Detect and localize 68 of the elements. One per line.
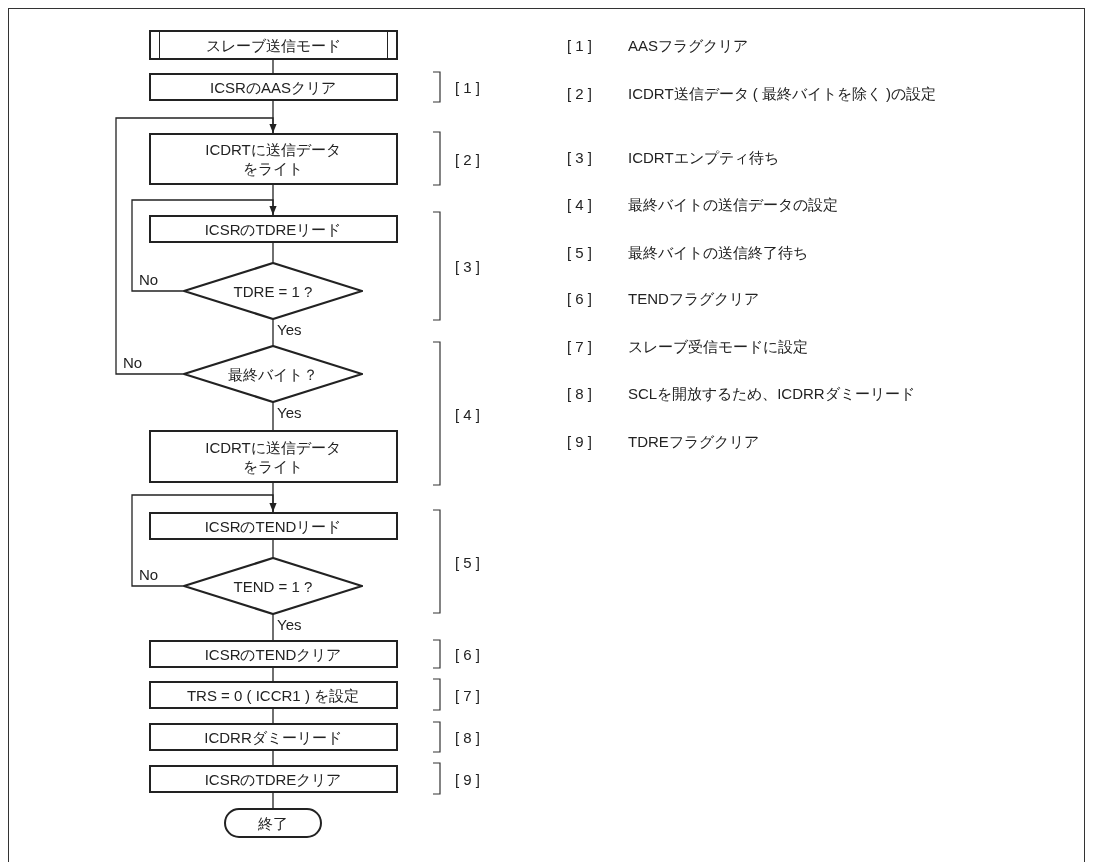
connector-line — [272, 750, 274, 766]
process-box — [148, 765, 398, 793]
node-text: TEND = 1 ? — [233, 576, 313, 596]
step-number: [ 9 ] — [455, 769, 480, 789]
connector-line — [272, 708, 274, 724]
connector-line — [272, 614, 274, 641]
arrow — [131, 494, 277, 587]
node-text: ICSRのTDREリード — [204, 219, 342, 239]
step-number: [ 5 ] — [567, 243, 592, 262]
node-text: ICSRのTENDクリア — [204, 644, 342, 664]
connector-line — [272, 242, 274, 263]
step-description: TENDフラグクリア — [628, 289, 760, 308]
connector-line — [272, 539, 274, 558]
process-box — [148, 73, 398, 101]
step-number: [ 3 ] — [455, 257, 480, 276]
node-text: TRS = 0 ( ICCR1 ) を設定 — [186, 685, 360, 705]
process-box — [148, 723, 398, 751]
node-text: 終了 — [258, 813, 288, 833]
predefined-process-box — [148, 30, 398, 60]
step-description: スレーブ受信モードに設定 — [628, 337, 809, 356]
connector-line — [272, 402, 274, 431]
connector-line — [272, 667, 274, 682]
step-number: [ 1 ] — [455, 78, 480, 97]
step-description: ICDRT送信データ ( 最終バイトを除く )の設定 — [628, 84, 938, 103]
process-box — [148, 430, 398, 483]
connector-line — [272, 792, 274, 809]
node-text: ICDRRダミーリード — [204, 727, 342, 747]
step-number: [ 5 ] — [455, 552, 480, 572]
step-number: [ 7 ] — [455, 685, 480, 705]
connector-line — [272, 59, 274, 74]
step-description: AASフラグクリア — [628, 36, 749, 55]
node-text: ICSRのTENDリード — [204, 516, 342, 536]
node-text: スレーブ送信モード — [205, 35, 341, 55]
step-description: 最終バイトの送信データの設定 — [628, 195, 839, 214]
process-box — [148, 681, 398, 709]
arrow — [131, 199, 277, 292]
step-number: [ 3 ] — [567, 148, 592, 167]
step-number: [ 1 ] — [567, 36, 592, 55]
step-number: [ 9 ] — [567, 432, 592, 451]
step-number: [ 6 ] — [455, 645, 480, 664]
step-description: TDREフラグクリア — [628, 432, 760, 451]
step-description: 最終バイトの送信終了待ち — [628, 243, 809, 262]
process-box — [148, 512, 398, 540]
terminal-box — [224, 808, 322, 838]
node-text: ICDRTに送信データをライト — [204, 140, 342, 178]
node-text: ICDRTに送信データをライト — [204, 437, 342, 476]
step-number: [ 7 ] — [567, 337, 592, 356]
step-number: [ 2 ] — [567, 84, 592, 103]
process-box — [148, 133, 398, 185]
node-text: ICSRのTDREクリア — [204, 769, 342, 789]
node-text: 最終バイト？ — [228, 364, 318, 384]
decision-diamond — [183, 262, 363, 320]
step-number: [ 4 ] — [455, 404, 480, 424]
process-box — [148, 640, 398, 668]
step-number: [ 6 ] — [567, 289, 592, 308]
node-text: TDRE = 1 ? — [233, 281, 313, 301]
node-text: ICSRのAASクリア — [210, 77, 336, 97]
step-description: SCLを開放するため、ICDRRダミーリード — [628, 384, 916, 403]
decision-diamond — [183, 557, 363, 615]
connector-line — [272, 319, 274, 346]
step-number: [ 8 ] — [567, 384, 592, 403]
step-description: ICDRTエンプティ待ち — [628, 148, 780, 167]
decision-diamond — [183, 345, 363, 403]
step-number: [ 4 ] — [567, 195, 592, 214]
step-number: [ 8 ] — [455, 728, 480, 747]
step-number: [ 2 ] — [455, 149, 480, 169]
arrow — [115, 117, 277, 375]
process-box — [148, 215, 398, 243]
